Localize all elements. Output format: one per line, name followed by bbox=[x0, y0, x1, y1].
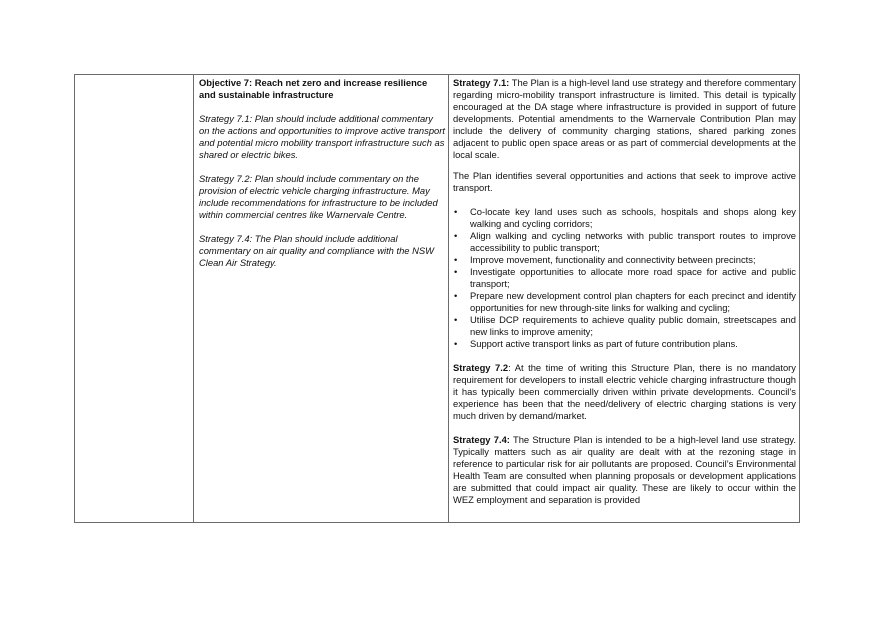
strategy-7-4-label: Strategy 7.4: bbox=[453, 434, 510, 445]
strategy-7-4-response: Strategy 7.4: The Structure Plan is inte… bbox=[453, 434, 796, 506]
response-cell: Strategy 7.1: The Plan is a high-level l… bbox=[453, 75, 796, 506]
list-item: •Improve movement, functionality and con… bbox=[454, 254, 756, 265]
active-transport-list: •Co-locate key land uses such as schools… bbox=[453, 206, 796, 350]
column-divider-1 bbox=[193, 75, 194, 522]
list-item: •Investigate opportunities to allocate m… bbox=[454, 266, 796, 289]
strategy-7-4-text: The Structure Plan is intended to be a h… bbox=[453, 434, 797, 505]
column-divider-2 bbox=[448, 75, 449, 522]
strategy-7-2-text: : At the time of writing this Structure … bbox=[453, 362, 796, 421]
strategy-7-1-request: Strategy 7.1: Plan should include additi… bbox=[199, 113, 445, 160]
bullet-icon: • bbox=[454, 338, 458, 349]
list-item: •Support active transport links as part … bbox=[454, 338, 738, 349]
strategy-7-2-request: Strategy 7.2: Plan should include commen… bbox=[199, 173, 438, 220]
bullet-icon: • bbox=[454, 290, 458, 301]
strategy-7-4-request: Strategy 7.4: The Plan should include ad… bbox=[199, 233, 434, 268]
strategy-7-2-label: Strategy 7.2 bbox=[453, 362, 509, 373]
list-item: •Co-locate key land uses such as schools… bbox=[454, 206, 796, 229]
list-item: •Prepare new development control plan ch… bbox=[454, 290, 796, 313]
bullet-icon: • bbox=[454, 266, 458, 277]
objective-cell: Objective 7: Reach net zero and increase… bbox=[199, 75, 445, 269]
bullet-icon: • bbox=[454, 314, 458, 325]
list-item: •Align walking and cycling networks with… bbox=[454, 230, 796, 253]
strategy-7-1-text: The Plan is a high-level land use strate… bbox=[453, 77, 796, 160]
active-transport-intro: The Plan identifies several opportunitie… bbox=[453, 170, 796, 193]
response-table: Objective 7: Reach net zero and increase… bbox=[74, 74, 800, 523]
strategy-7-1-response: Strategy 7.1: The Plan is a high-level l… bbox=[453, 77, 796, 161]
bullet-icon: • bbox=[454, 206, 458, 217]
objective-title: Objective 7: Reach net zero and increase… bbox=[199, 77, 428, 100]
bullet-icon: • bbox=[454, 254, 458, 265]
strategy-7-2-response: Strategy 7.2: At the time of writing thi… bbox=[453, 362, 796, 422]
bullet-icon: • bbox=[454, 230, 458, 241]
strategy-7-1-label: Strategy 7.1: bbox=[453, 77, 510, 88]
list-item: •Utilise DCP requirements to achieve qua… bbox=[454, 314, 796, 337]
